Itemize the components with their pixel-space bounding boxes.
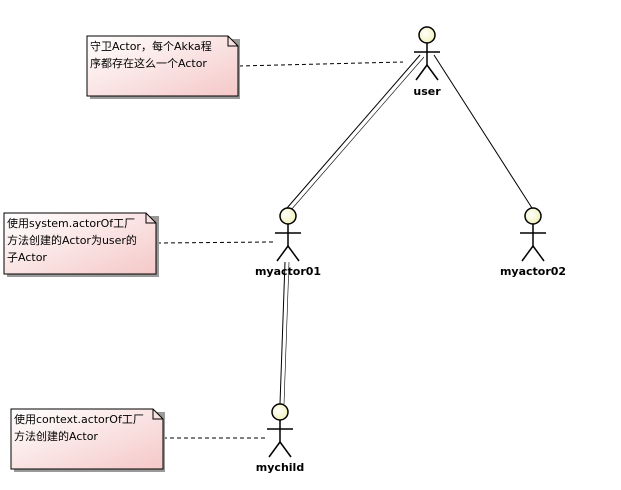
stick-figure-icon: [267, 403, 293, 458]
note-system-line-3: 子Actor: [7, 251, 47, 264]
note-guardian-line-2: 序都存在这么一个Actor: [90, 56, 207, 70]
anchor-system-myactor01[interactable]: [156, 241, 274, 244]
association-user-myactor02[interactable]: [433, 54, 533, 209]
note-anchors: [156, 61, 404, 439]
note-context-line-1: 使用context.actorOf工厂: [14, 413, 144, 426]
stick-figure-icon: [275, 207, 301, 262]
stick-figure-icon: [414, 26, 440, 81]
association-myactor01-mychild[interactable]: [279, 261, 286, 405]
note-context[interactable]: 使用context.actorOf工厂 方法创建的Actor: [10, 408, 165, 472]
actor-myactor01[interactable]: myactor01: [255, 207, 321, 278]
actor-user-label: user: [413, 85, 441, 98]
actor-mychild-label: mychild: [256, 461, 304, 474]
actor-user[interactable]: user: [413, 26, 441, 98]
actor-myactor02[interactable]: myactor02: [500, 207, 566, 278]
note-guardian[interactable]: 守卫Actor，每个Akka程 序都存在这么一个Actor: [86, 35, 240, 99]
note-system-line-1: 使用system.actorOf工厂: [7, 217, 135, 230]
association-user-myactor01[interactable]: [286, 54, 421, 209]
associations: [279, 54, 533, 405]
note-context-line-2: 方法创建的Actor: [14, 429, 98, 443]
actor-myactor01-label: myactor01: [255, 265, 321, 278]
actor-mychild[interactable]: mychild: [256, 403, 304, 474]
note-system-line-2: 方法创建的Actor为user的: [7, 233, 137, 247]
association-myactor01-mychild-2: [283, 261, 290, 405]
stick-figure-icon: [520, 207, 546, 262]
actor-myactor02-label: myactor02: [500, 265, 566, 278]
association-user-myactor01-2: [290, 56, 425, 211]
note-guardian-line-1: 守卫Actor，每个Akka程: [90, 39, 212, 53]
note-system[interactable]: 使用system.actorOf工厂 方法创建的Actor为user的 子Act…: [3, 212, 159, 277]
anchor-guardian-user[interactable]: [238, 61, 404, 67]
